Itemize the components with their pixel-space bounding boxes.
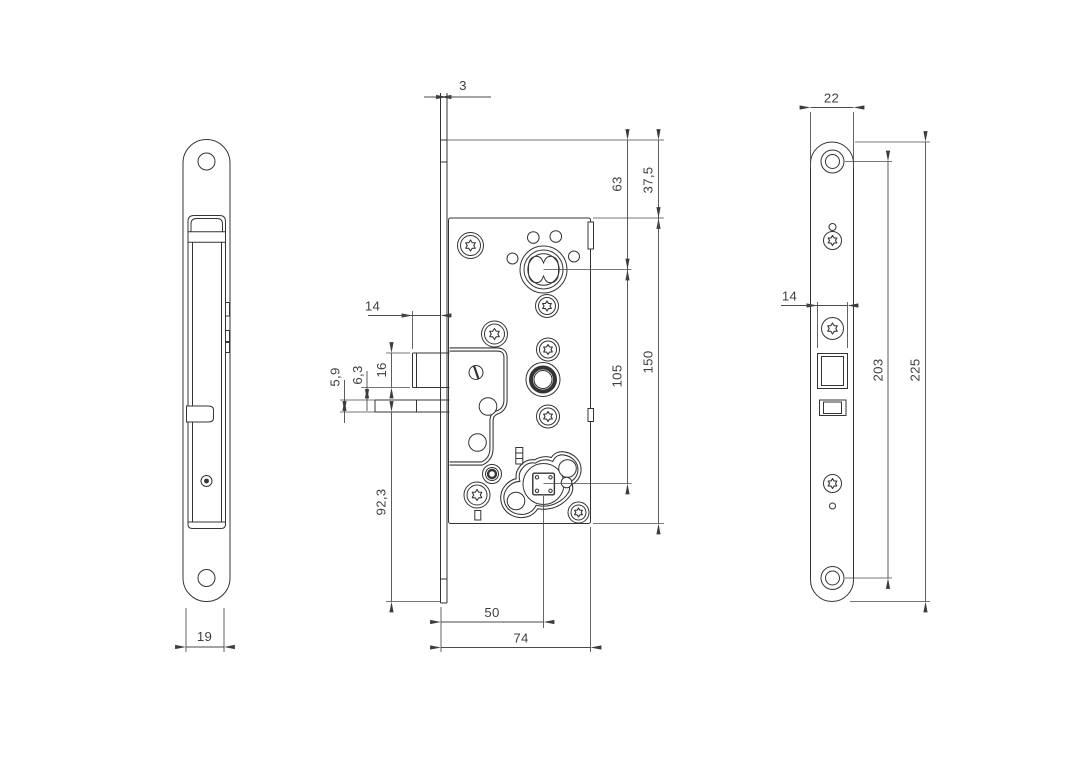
- dim-label-top-margin: 37,5: [641, 167, 656, 194]
- latch-bolt: [412, 352, 450, 388]
- small-hole: [829, 502, 836, 510]
- spindle-square-hole: [532, 472, 556, 496]
- side-edge-tab: [225, 330, 230, 342]
- torx-screw: [567, 501, 590, 524]
- bearing-ring: [525, 362, 561, 397]
- small-hole: [828, 223, 837, 231]
- plate-hole: [478, 397, 498, 416]
- side-pin-detail: [200, 475, 213, 487]
- side-case-body: [187, 215, 230, 529]
- torx-screw: [536, 337, 560, 362]
- torx-screw: [535, 294, 559, 318]
- side-plate-outline: [182, 139, 231, 602]
- spindle-hub: [506, 459, 577, 511]
- dim-label-case-height: 150: [641, 351, 656, 374]
- dimensions: 3 14 16 6,3 5,9 92,3 50 74 63 37,5 105 1…: [175, 78, 930, 652]
- torx-screw: [823, 474, 842, 493]
- torx-screw: [481, 320, 508, 348]
- small-ring: [482, 464, 502, 484]
- faceplate-edge: [440, 93, 448, 604]
- dim-label-latch-throw: 14: [365, 299, 380, 314]
- case-edge-tab: [587, 408, 594, 422]
- follower-lobe-hole: [506, 491, 526, 511]
- faceplate-top-screw-hole: [820, 149, 845, 174]
- side-latch-bolt: [186, 405, 214, 423]
- dim-label-thickness: 19: [197, 629, 212, 644]
- faceplate-bottom-screw-hole: [820, 566, 845, 590]
- dim-label-cylinder-from-top: 63: [610, 176, 625, 191]
- deadbolt-plate: [374, 399, 450, 413]
- deadbolt-opening: [819, 399, 847, 416]
- dim-label-latch-opening-width: 14: [782, 289, 797, 304]
- side-edge-tab: [225, 302, 230, 317]
- follower-pin-hole: [560, 476, 573, 489]
- dim-label-latch-gap: 6,3: [350, 365, 365, 384]
- side-edge-tab: [225, 342, 230, 353]
- left-side-view: [182, 139, 231, 602]
- dim-label-faceplate-thickness: 3: [459, 78, 467, 93]
- torx-screw: [536, 404, 560, 429]
- stacked-contacts: [515, 447, 524, 465]
- dim-label-lower-faceplate: 92,3: [374, 489, 389, 516]
- plate-slot-detail: [468, 365, 484, 380]
- latch-mechanism-plate: [449, 347, 508, 466]
- dim-label-backset: 50: [484, 605, 499, 620]
- case-edge-tab: [587, 221, 594, 250]
- middle-case-view: [374, 93, 594, 604]
- torx-screw: [823, 231, 842, 250]
- dim-label-latch-height: 16: [374, 362, 389, 377]
- side-bottom-screw-hole: [197, 569, 216, 587]
- side-top-screw-hole: [197, 152, 216, 171]
- case-outline: [448, 217, 591, 524]
- dim-label-screw-hole-centers: 203: [871, 359, 886, 382]
- faceplate-outline: [810, 141, 854, 602]
- dim-label-deadbolt-thickness: 5,9: [328, 367, 343, 386]
- small-pin: [474, 510, 482, 521]
- follower-lobe-hole: [558, 459, 577, 478]
- dim-label-center-distance: 105: [610, 365, 625, 388]
- latch-opening: [817, 353, 848, 389]
- dim-label-case-depth: 74: [513, 631, 528, 646]
- dim-label-faceplate-width: 22: [824, 91, 839, 106]
- cylinder-opening: [506, 230, 580, 294]
- plate-hole: [468, 433, 487, 452]
- torx-screw: [821, 317, 844, 340]
- torx-screw: [463, 481, 491, 509]
- torx-screw: [457, 232, 484, 259]
- right-faceplate-view: [810, 141, 854, 602]
- dim-label-faceplate-length: 225: [908, 359, 923, 382]
